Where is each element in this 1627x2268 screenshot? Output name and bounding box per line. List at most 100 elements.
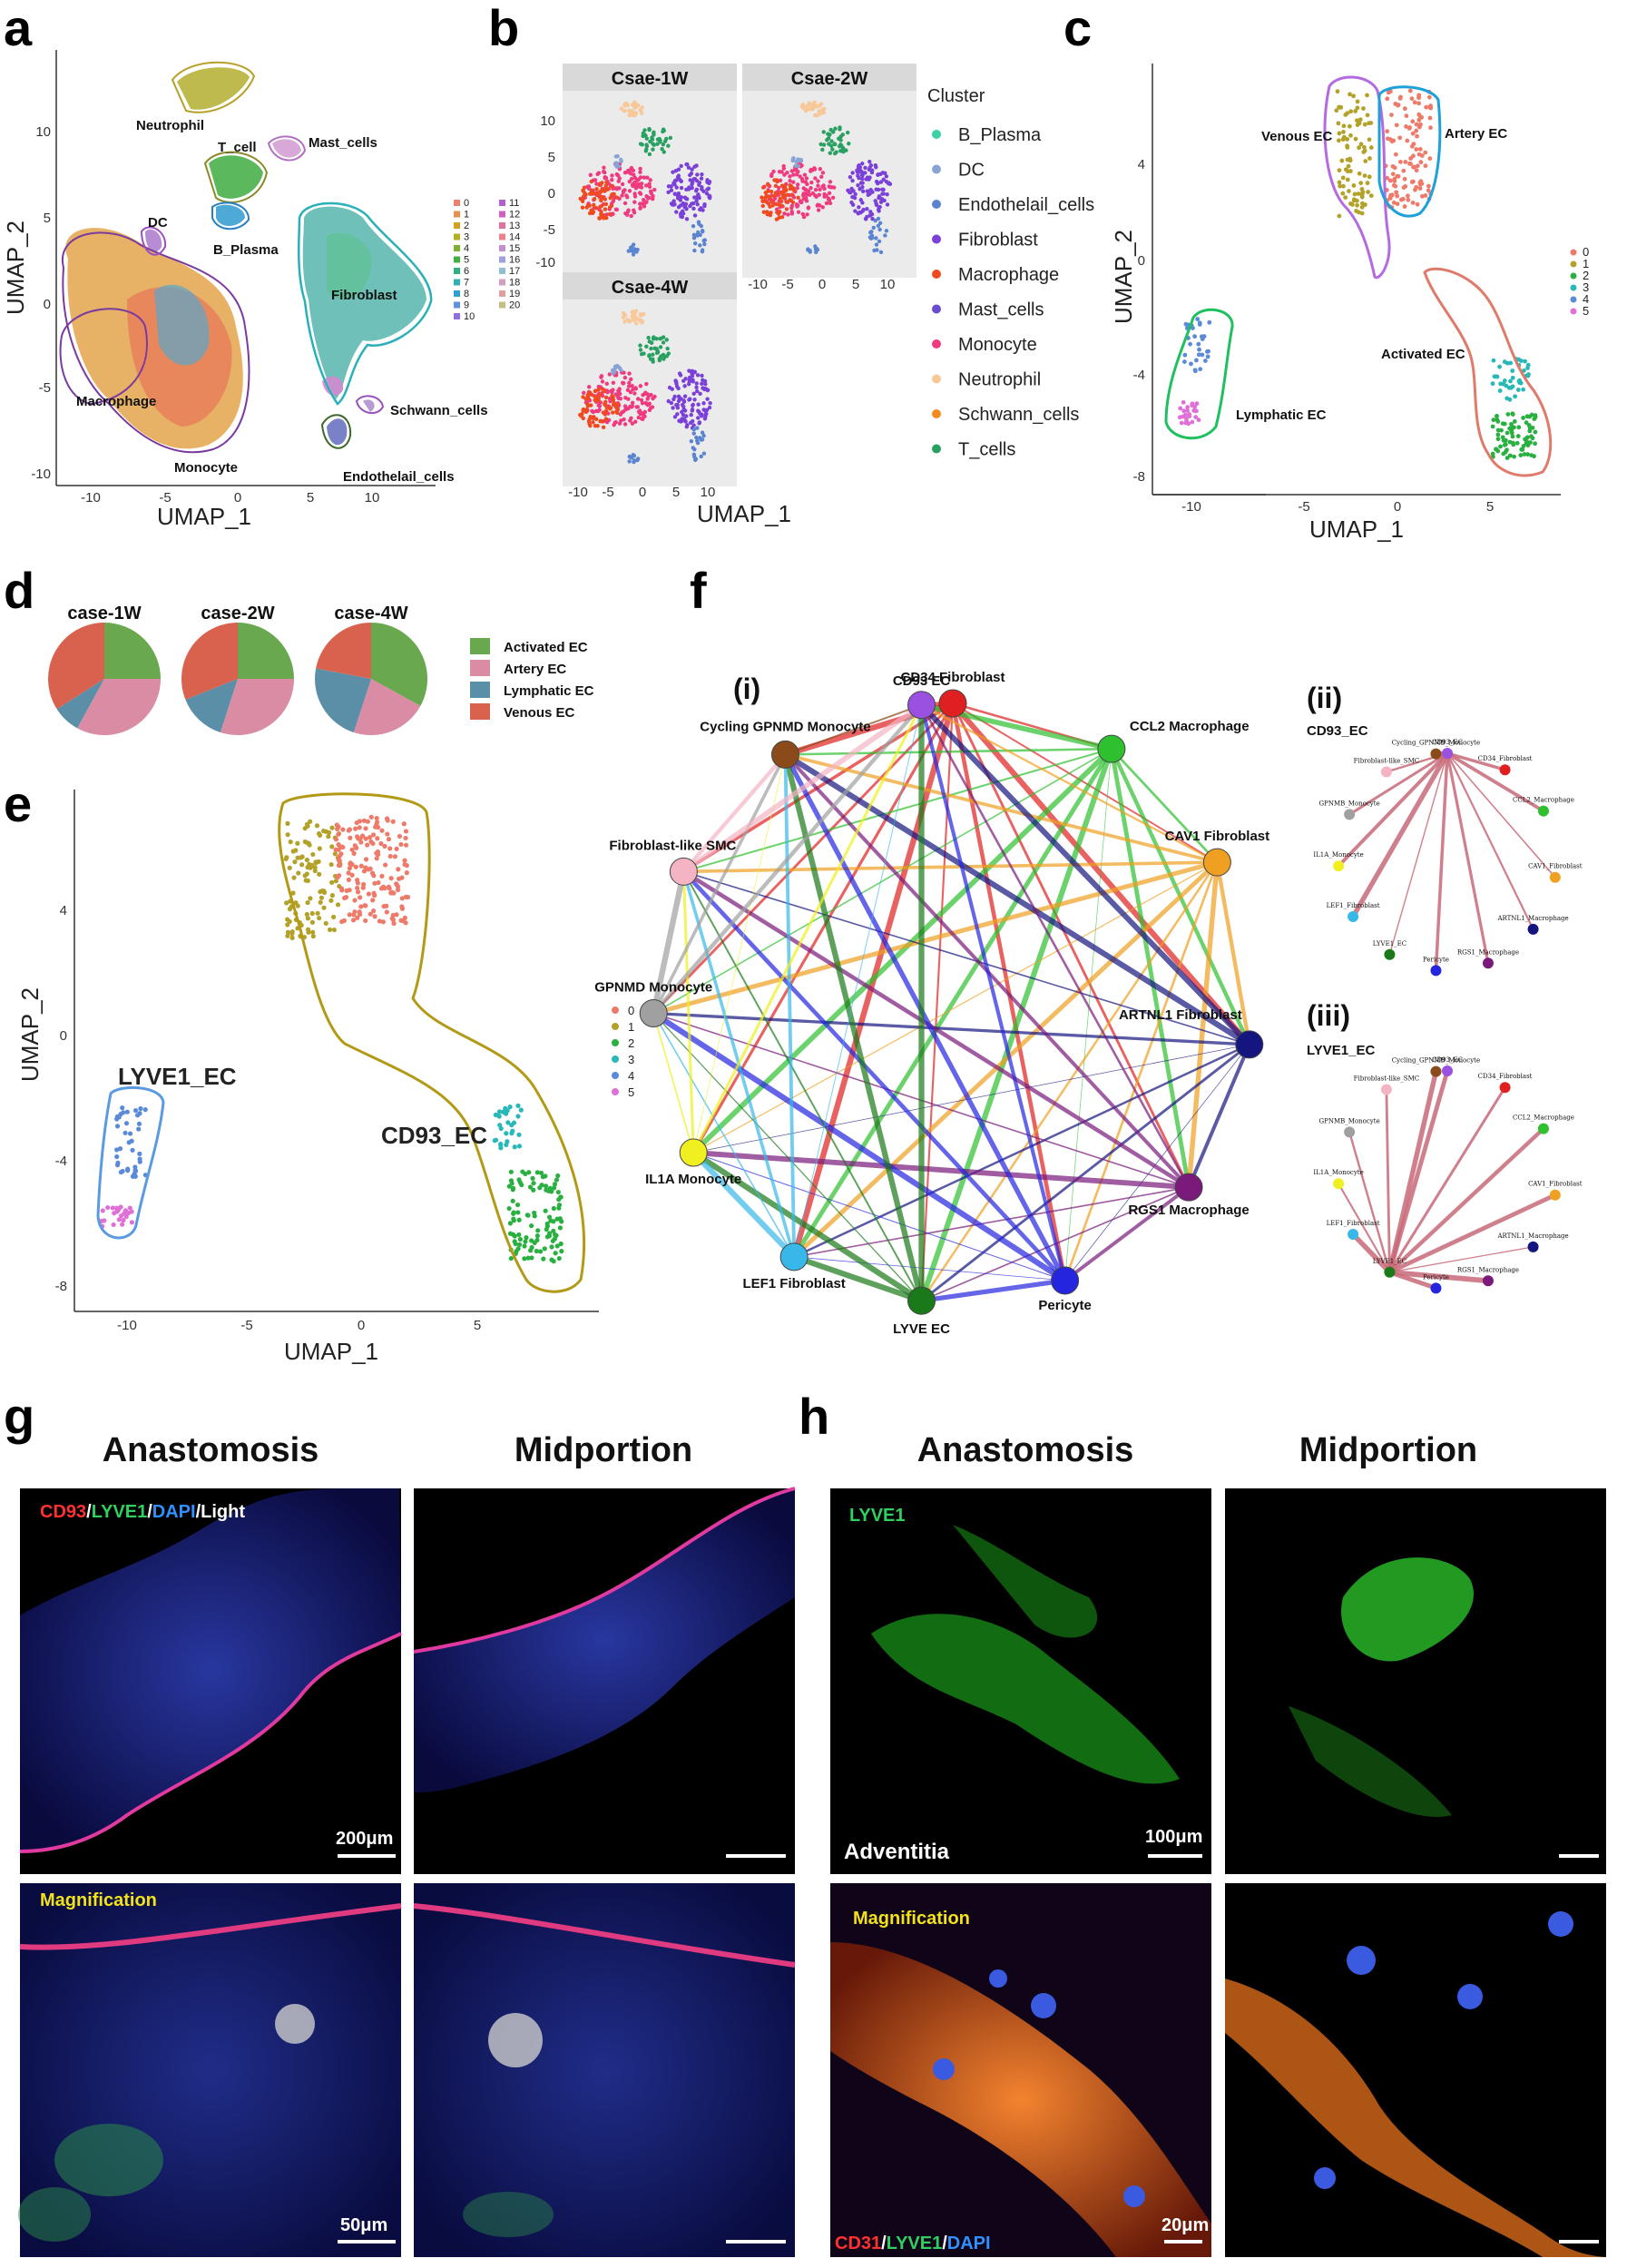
b-point — [848, 175, 853, 180]
b-point — [592, 394, 597, 398]
d-legend-swatch — [470, 703, 490, 720]
c-point — [1387, 194, 1393, 200]
e-point — [127, 1131, 133, 1136]
b-point — [702, 378, 708, 384]
a-legend-swatch — [499, 222, 505, 229]
b-point — [805, 212, 809, 217]
c-point — [1408, 162, 1413, 166]
b-point — [871, 225, 876, 231]
e-point — [123, 1121, 130, 1126]
b-point — [582, 390, 586, 396]
b-point — [662, 150, 666, 154]
e-point — [379, 828, 385, 833]
d-pie-slice — [315, 668, 371, 732]
c-ytick-4: 4 — [1138, 157, 1145, 172]
e-point — [285, 933, 290, 938]
e-point — [346, 870, 351, 876]
f-mini-node — [1344, 809, 1356, 820]
c-point — [1353, 136, 1358, 142]
b-point — [652, 187, 657, 192]
panel-label-g: g — [4, 1388, 34, 1445]
f-mini-node — [1482, 957, 1494, 969]
e-point — [505, 1108, 510, 1114]
c-point — [1415, 133, 1419, 139]
b-point — [867, 213, 873, 218]
c-point — [1515, 434, 1521, 438]
b-point — [596, 396, 601, 400]
b-point — [603, 188, 608, 192]
e-point — [358, 863, 364, 869]
d-pie-slice — [104, 623, 161, 679]
a-xtick-0: 0 — [234, 490, 241, 506]
b-point — [581, 407, 586, 412]
f-mini-label: IL1A_Monocyte — [1313, 1169, 1363, 1176]
e-point — [543, 1173, 548, 1179]
c-legend-dot — [1570, 284, 1577, 291]
e-point — [363, 865, 368, 870]
b-point — [617, 421, 622, 426]
f-mini-label: CAV1_Fibroblast — [1528, 863, 1583, 870]
b-point — [619, 159, 623, 164]
f-mini-label: GPNMB_Monocyte — [1319, 800, 1380, 807]
f-mini-label: LEF1_Fibroblast — [1327, 1220, 1380, 1227]
b-legend-label: Endothelail_cells — [958, 195, 1094, 215]
e-point — [544, 1223, 550, 1229]
c-point — [1389, 113, 1394, 118]
b-point — [643, 390, 648, 395]
f-edge — [693, 1044, 1250, 1154]
c-point — [1348, 92, 1352, 97]
c-point — [1414, 168, 1419, 173]
c-point — [1368, 193, 1374, 199]
e-point — [368, 814, 374, 820]
b2-xtick-10: 10 — [880, 277, 896, 292]
a-legend-label: 4 — [464, 243, 469, 254]
c-point — [1498, 444, 1503, 449]
f-mini-label: ARTNL1_Macrophage — [1496, 915, 1568, 922]
f-edge — [793, 1043, 1250, 1258]
f-mini-label: Pericyte — [1423, 956, 1449, 963]
f-edge — [920, 861, 1219, 1301]
b-point — [630, 400, 635, 406]
e-point — [534, 1237, 540, 1243]
b-point — [790, 157, 796, 162]
c-point — [1491, 417, 1496, 423]
b-point — [828, 151, 832, 155]
b-point — [802, 172, 808, 177]
c-point — [1395, 201, 1400, 207]
f-node-label: GPNMD Monocyte — [594, 980, 712, 996]
b-point — [614, 161, 619, 165]
e-point — [348, 835, 353, 840]
e-point — [390, 819, 396, 824]
a-legend-label: 19 — [509, 289, 520, 299]
b-point — [765, 211, 769, 217]
b-point — [611, 380, 616, 386]
e-point — [118, 1213, 124, 1219]
e-point — [302, 839, 308, 845]
b-point — [874, 242, 879, 247]
e-point — [395, 887, 401, 893]
b-point — [688, 178, 692, 182]
e-point — [310, 934, 316, 939]
c-point — [1181, 399, 1186, 405]
e-point — [120, 1222, 125, 1227]
b-point — [860, 189, 866, 194]
c-point — [1367, 121, 1371, 126]
b-point — [809, 185, 813, 191]
b-point — [591, 420, 595, 425]
c-point — [1401, 185, 1406, 191]
f-mini-edge — [1385, 1089, 1391, 1272]
e-point — [534, 1170, 540, 1175]
b2-xtick-0: 0 — [818, 277, 826, 292]
b-point — [867, 191, 872, 196]
c-point — [1336, 138, 1341, 143]
c-point — [1397, 135, 1403, 141]
e-xlabel: UMAP_1 — [284, 1338, 378, 1365]
b-point — [865, 206, 869, 211]
b-point — [592, 202, 596, 207]
b-point — [647, 407, 652, 413]
b-point — [689, 439, 694, 444]
b-point — [860, 162, 865, 166]
a-legend-swatch — [454, 313, 460, 319]
c-point — [1409, 96, 1415, 102]
c-point — [1524, 420, 1529, 426]
